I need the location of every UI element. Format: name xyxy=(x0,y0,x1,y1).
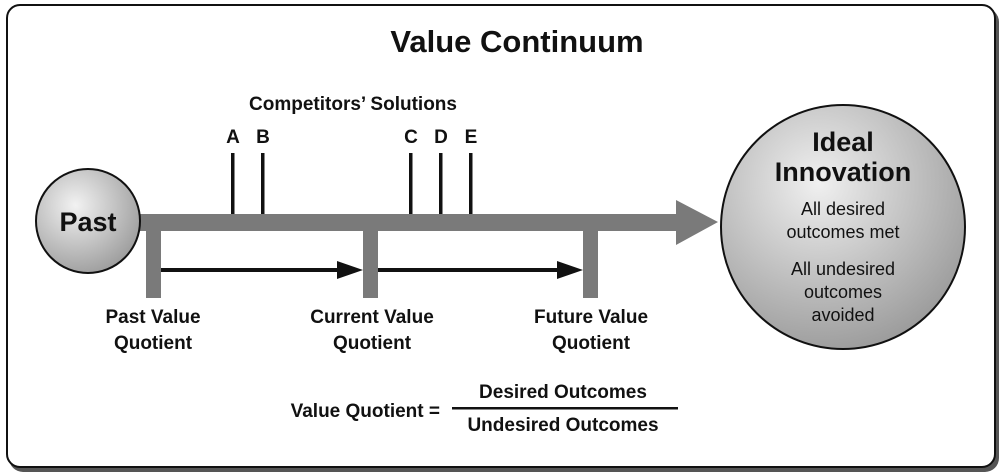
competitor-tick xyxy=(409,153,413,216)
formula-fraction-bar xyxy=(452,407,678,410)
competitor-marker-label: B xyxy=(256,127,270,148)
future-quotient-label-line2: Quotient xyxy=(552,333,631,354)
competitor-marker-d: D xyxy=(434,127,448,216)
future-quotient-label-line1: Future Value xyxy=(534,307,648,328)
competitor-marker-e: E xyxy=(465,127,478,216)
ideal-desc2-line2: outcomes xyxy=(804,282,882,302)
current-quotient-label-line2: Quotient xyxy=(333,333,412,354)
ideal-innovation-circle xyxy=(720,104,966,350)
past-circle xyxy=(35,168,141,274)
past-to-current-arrow xyxy=(161,261,363,279)
competitor-marker-label: A xyxy=(226,127,240,148)
past-label: Past xyxy=(59,207,116,237)
continuum-arrow xyxy=(120,200,718,245)
ideal-title-line1: Ideal xyxy=(812,127,874,157)
current-quotient-label-line1: Current Value xyxy=(310,307,434,328)
past-quotient-post xyxy=(146,228,161,298)
future-quotient-post xyxy=(583,228,598,298)
competitor-tick xyxy=(469,153,473,216)
competitor-tick xyxy=(261,153,265,216)
competitor-marker-label: C xyxy=(404,127,418,148)
competitor-marker-a: A xyxy=(226,127,240,216)
competitor-marker-c: C xyxy=(404,127,418,216)
competitor-marker-label: E xyxy=(465,127,478,148)
competitors-label: Competitors’ Solutions xyxy=(249,94,457,115)
competitor-tick xyxy=(231,153,235,216)
ideal-desc2-line1: All undesired xyxy=(791,259,895,279)
current-quotient-post xyxy=(363,228,378,298)
competitor-marker-label: D xyxy=(434,127,448,148)
formula-lhs: Value Quotient = xyxy=(291,401,440,422)
diagram-title: Value Continuum xyxy=(390,24,643,59)
ideal-desc1-line1: All desired xyxy=(801,199,885,219)
formula-numerator: Desired Outcomes xyxy=(479,382,647,403)
past-quotient-label-line1: Past Value xyxy=(105,307,200,328)
competitor-marker-b: B xyxy=(256,127,270,216)
ideal-desc1-line2: outcomes met xyxy=(786,222,899,242)
past-quotient-label-line2: Quotient xyxy=(114,333,193,354)
ideal-title-line2: Innovation xyxy=(775,157,912,187)
formula-denominator: Undesired Outcomes xyxy=(467,415,658,436)
current-to-future-arrow xyxy=(378,261,583,279)
competitor-tick xyxy=(439,153,443,216)
ideal-desc2-line3: avoided xyxy=(811,305,874,325)
